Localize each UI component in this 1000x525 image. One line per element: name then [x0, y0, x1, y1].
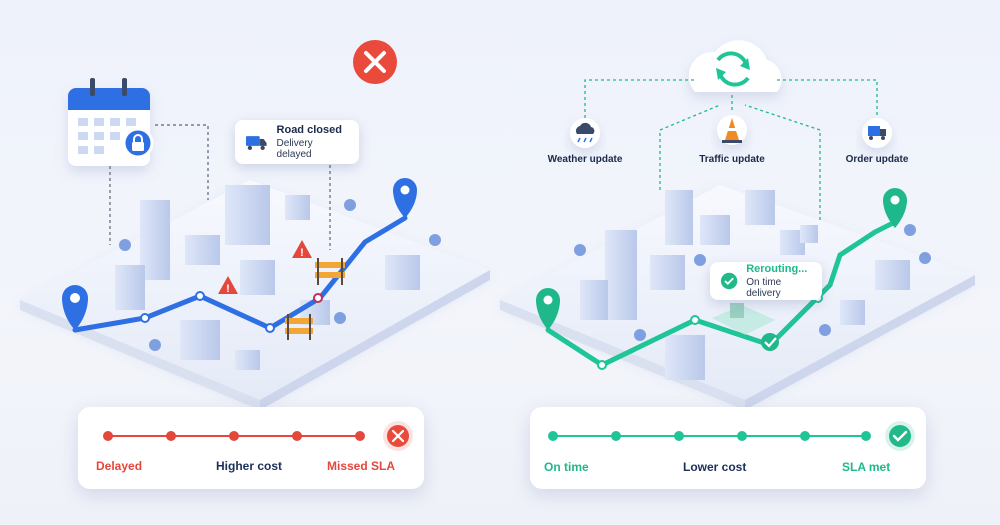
- left-status-label-missed-sla: Missed SLA: [327, 459, 396, 473]
- right-status-track-overlay: [548, 421, 915, 451]
- traffic-cone-icon: [717, 115, 747, 145]
- delivery-truck-icon: [245, 136, 267, 151]
- right-delivery-route: [545, 219, 898, 370]
- svg-text:!: !: [300, 247, 304, 259]
- popup-title: Rerouting...: [746, 263, 808, 275]
- source-label-order: Order update: [845, 154, 909, 165]
- popup-title: Road closed: [276, 124, 342, 136]
- rerouting-popup: Rerouting... On time delivery: [710, 262, 822, 300]
- road-closed-popup: Road closed Delivery delayed: [235, 120, 359, 164]
- calendar-icon: [68, 78, 150, 166]
- left-status-track-overlay: [103, 421, 413, 451]
- source-label-traffic: Traffic update: [699, 154, 765, 165]
- right-status-label-on-time: On time: [544, 460, 589, 474]
- left-end-pin-icon: [393, 178, 417, 218]
- popup-subtitle: On time delivery: [746, 277, 782, 299]
- right-buildings: [574, 190, 931, 380]
- right-status-card: [530, 407, 926, 489]
- delivery-truck-icon: [862, 118, 892, 148]
- left-buildings: [115, 185, 441, 370]
- sync-cloud-icon: [688, 40, 782, 92]
- right-status-label-lower-cost: Lower cost: [683, 460, 747, 474]
- check-circle-icon: [720, 272, 738, 290]
- left-status-card: [78, 407, 424, 489]
- weather-icon: [570, 118, 600, 148]
- lock-icon: [122, 127, 154, 159]
- source-label-weather: Weather update: [547, 154, 623, 165]
- right-connector-lines: [584, 79, 878, 220]
- svg-text:!: !: [226, 283, 230, 295]
- left-status-label-higher-cost: Higher cost: [216, 459, 283, 473]
- error-x-icon: [353, 40, 397, 84]
- right-status-label-sla-met: SLA met: [842, 460, 891, 474]
- blocked-zone: [712, 303, 775, 335]
- right-start-pin-icon: [536, 288, 560, 330]
- popup-subtitle: Delivery delayed: [276, 138, 313, 160]
- road-barrier-icon: [285, 258, 345, 340]
- left-start-pin-icon: [62, 285, 88, 330]
- left-status-label-delayed: Delayed: [96, 459, 143, 473]
- left-delivery-route: [72, 215, 408, 333]
- route-check-icon: [761, 333, 779, 351]
- right-end-pin-icon: [883, 188, 907, 228]
- left-connector-lines: [109, 124, 331, 250]
- warning-icon: ! !: [218, 240, 312, 295]
